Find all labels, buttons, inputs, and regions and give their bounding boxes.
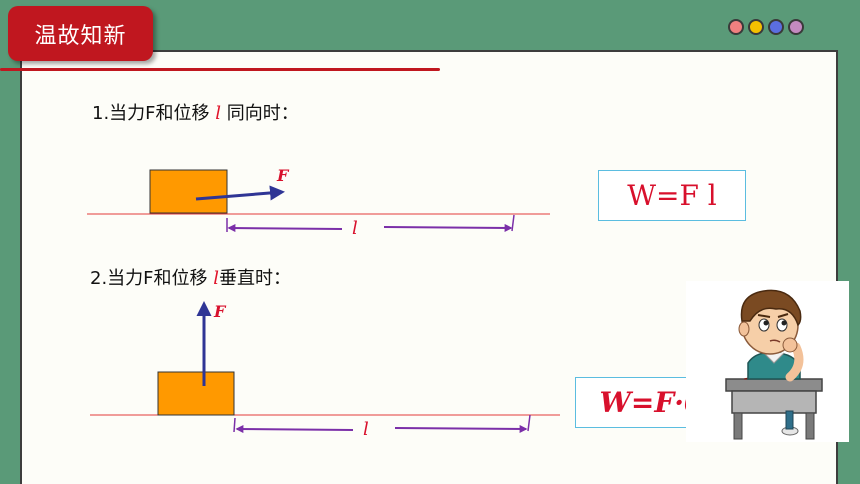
block-2 — [157, 371, 235, 416]
measure-left-2 — [235, 425, 354, 434]
slide-title-text: 温故知新 — [34, 23, 127, 49]
case1-symbol: l — [215, 103, 222, 124]
force-label-2: F — [213, 302, 227, 321]
dot-pink — [728, 19, 744, 35]
case1-label: 1.当力F和位移 l 同向时： — [92, 99, 299, 125]
dot-yellow — [748, 19, 764, 35]
tick-right-1 — [511, 214, 515, 232]
measure-right-1 — [383, 223, 513, 232]
force-arrow-1 — [195, 185, 285, 201]
dot-blue — [768, 19, 784, 35]
thinking-boy-illustration — [686, 281, 849, 442]
dot-purple — [788, 19, 804, 35]
disp-label-1: l — [352, 218, 358, 239]
case2-prefix: 2.当力F和位移 — [90, 268, 214, 289]
disp-label-2: l — [363, 419, 369, 440]
force-label-1: F — [276, 166, 290, 185]
block-1 — [149, 169, 228, 214]
case1-suffix: 同向时： — [221, 103, 299, 124]
formula-box-1: W=F l — [598, 170, 746, 221]
measure-left-1 — [227, 224, 343, 233]
thinking-boy-icon — [725, 289, 823, 440]
case2-symbol: l — [213, 268, 220, 289]
case1-prefix: 1.当力F和位移 — [92, 103, 216, 124]
slide-title: 温故知新 — [8, 6, 153, 61]
title-underline — [0, 68, 440, 71]
case2-label: 2.当力F和位移 l垂直时： — [90, 264, 291, 290]
formula-1: W=F l — [627, 179, 717, 212]
measure-right-2 — [394, 424, 528, 433]
case2-suffix: 垂直时： — [219, 268, 292, 289]
decorative-dots — [728, 19, 804, 35]
tick-right-2 — [527, 414, 531, 432]
tick-left-2 — [233, 417, 236, 433]
